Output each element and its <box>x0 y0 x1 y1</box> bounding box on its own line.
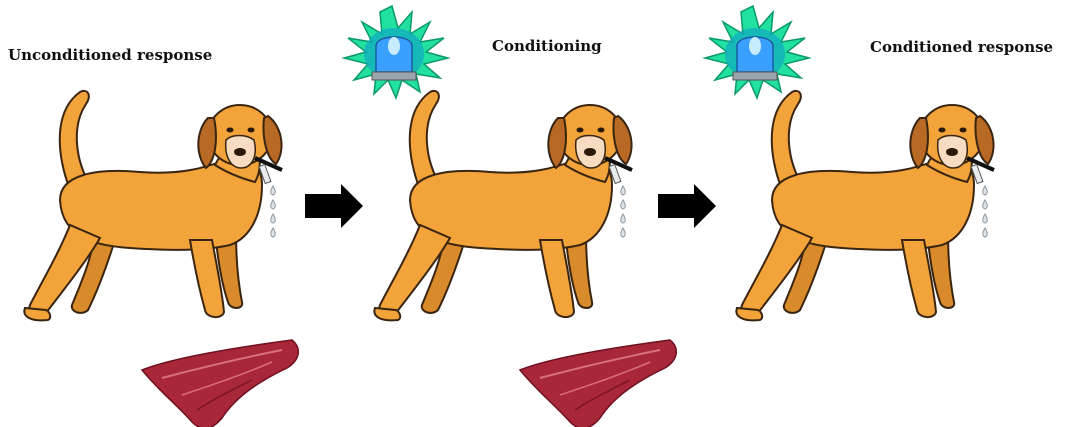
dog-conditioning <box>374 91 632 320</box>
siren-light-1 <box>344 6 448 98</box>
dog-unconditioned <box>24 91 282 320</box>
siren-light-2 <box>705 6 809 98</box>
dog-conditioned <box>736 91 994 320</box>
meat-stimulus-2 <box>520 340 676 427</box>
meat-stimulus-1 <box>142 340 298 427</box>
arrow-2 <box>658 184 716 228</box>
arrow-1 <box>305 184 363 228</box>
